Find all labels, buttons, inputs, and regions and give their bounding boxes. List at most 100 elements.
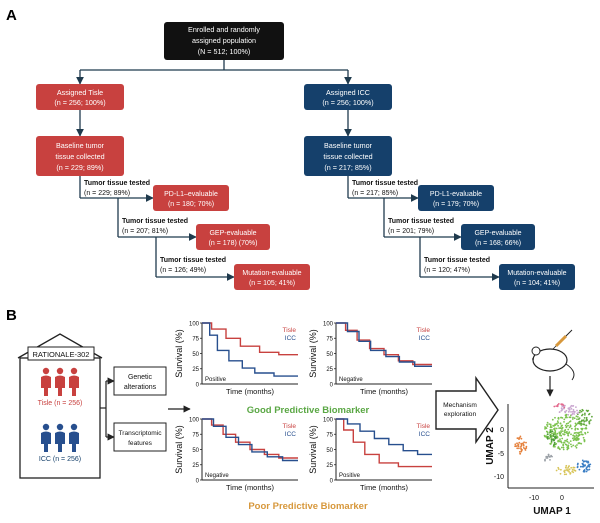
icc-baseline-text-2: tissue collected [323,152,372,161]
umap-xlabel: UMAP 1 [533,506,571,517]
icc-mutation-text-1: Mutation-evaluable [507,270,566,277]
icc-tested1-value: (n = 217; 85%) [352,190,398,197]
km-subgroup-tag: Negative [205,473,229,479]
icc-survival-curve [336,322,432,367]
km-ytick: 0 [196,382,200,388]
icc-patients-icon [41,423,79,452]
umap-xtick-2: 0 [560,495,564,502]
legend-icc: ICC [285,431,297,438]
km-ylabel: Survival (%) [308,329,318,378]
tisle-tested1-label: Tumor tissue tested [84,180,150,187]
genetic-text-2: alterations [124,384,157,391]
icc-gep-text-1: GEP-evaluable [474,230,521,237]
enrolled-text-3: (N = 512; 100%) [198,47,251,56]
legend-icc: ICC [419,431,431,438]
km-ytick: 75 [326,433,333,439]
tisle-tested3-label: Tumor tissue tested [160,257,226,264]
mechanism-text-1: Mechanism [443,402,477,409]
tisle-mutation-box: Mutation-evaluable (n = 105; 41%) [234,264,310,290]
legend-icc: ICC [285,335,297,342]
person-icon [41,423,51,452]
person-icon [69,367,79,396]
km-xlabel: Time (months) [226,483,275,492]
panel-a-label: A [6,7,17,24]
km-ytick: 100 [323,417,334,423]
tisle-patients-icon [41,367,79,396]
mechanism-text-2: exploration [444,411,477,418]
transcriptomic-text-2: features [128,440,153,447]
km-ylabel: Survival (%) [308,425,318,474]
km-ytick: 50 [192,352,199,358]
icc-tested1-label: Tumor tissue tested [352,180,418,187]
icc-tested2-value: (n = 201; 79%) [388,228,434,235]
branch-connectors [100,377,191,441]
panel-a-connectors [76,60,500,281]
km-ytick: 0 [330,382,334,388]
tisle-baseline-text-1: Baseline tumor [56,141,105,150]
km-ytick: 75 [192,433,199,439]
icc-tested3-value: (n = 120; 47%) [424,267,470,274]
icc-tested2-label: Tumor tissue tested [388,218,454,225]
km-subgroup-tag: Negative [339,377,363,383]
tisle-baseline-box: Baseline tumor tissue collected (n = 229… [36,136,124,176]
person-icon [55,423,65,452]
km-ylabel: Survival (%) [174,329,184,378]
assigned-tisle-box: Assigned Tisle (n = 256; 100%) [36,84,124,110]
tisle-pdl1-text-1: PD-L1–evaluable [164,191,218,198]
icc-mutation-text-2: (n = 104; 41%) [514,280,560,287]
tisle-mutation-text-2: (n = 105; 41%) [249,280,295,287]
icc-pdl1-box: PD-L1-evaluable (n = 179; 70%) [418,185,494,211]
icc-tested3-label: Tumor tissue tested [424,257,490,264]
person-icon [69,423,79,452]
icc-survival-curve [202,322,298,377]
km-ytick: 75 [192,337,199,343]
legend-icc: ICC [419,335,431,342]
tisle-count-label: Tisle (n = 256) [38,400,83,407]
icc-baseline-text-3: (n = 217; 85%) [324,163,371,172]
enrolled-box: Enrolled and randomly assigned populatio… [164,22,284,60]
assigned-icc-box: Assigned ICC (n = 256; 100%) [304,84,392,110]
umap-points [514,403,593,476]
tisle-survival-curve [202,322,298,356]
tisle-pdl1-text-2: (n = 180; 70%) [168,201,214,208]
umap-ylabel: UMAP 2 [485,427,496,465]
mouse-icon [531,329,575,381]
legend-tisle: Tisle [283,423,297,430]
trial-house: RATIONALE-302 [17,333,103,479]
tisle-tested1-value: (n = 229; 89%) [84,190,130,197]
icc-baseline-text-1: Baseline tumor [324,141,373,150]
transcriptomic-features-box: Transcriptomic features [113,422,167,452]
icc-arm-text-1: Assigned ICC [326,88,370,97]
umap-ytick-1: 0 [500,427,504,434]
tisle-baseline-text-3: (n = 229; 89%) [56,163,103,172]
km-ytick: 25 [326,463,333,469]
icc-pdl1-text-1: PD-L1-evaluable [430,191,482,198]
trial-name: RATIONALE-302 [33,350,90,359]
person-icon [55,367,65,396]
icc-mutation-box: Mutation-evaluable (n = 104; 41%) [499,264,575,290]
tisle-gep-box: GEP-evaluable (n = 178) (70%) [196,224,270,250]
icc-gep-box: GEP-evaluable (n = 168; 66%) [461,224,535,250]
tisle-tested3-value: (n = 126; 49%) [160,267,206,274]
legend-tisle: Tisle [417,423,431,430]
km-xlabel: Time (months) [360,387,409,396]
icc-pdl1-text-2: (n = 179; 70%) [433,201,479,208]
tisle-tested2-label: Tumor tissue tested [122,218,188,225]
km-subgroup-tag: Positive [339,473,361,479]
tisle-baseline-text-2: tissue collected [55,152,104,161]
km-ytick: 75 [326,337,333,343]
umap-ytick-3: -10 [494,474,504,481]
poor-biomarker-caption: Poor Predictive Biomarker [248,501,368,512]
km-ytick: 50 [326,352,333,358]
km-ytick: 25 [192,463,199,469]
km-ytick: 0 [196,478,200,484]
km-ytick: 50 [326,448,333,454]
tisle-arm-text-1: Assigned Tisle [57,88,103,97]
tisle-survival-curve [336,418,432,468]
transcriptomic-text-1: Transcriptomic [119,430,163,437]
tisle-tested2-value: (n = 207; 81%) [122,228,168,235]
km-ytick: 0 [330,478,334,484]
km-ytick: 100 [189,417,200,423]
